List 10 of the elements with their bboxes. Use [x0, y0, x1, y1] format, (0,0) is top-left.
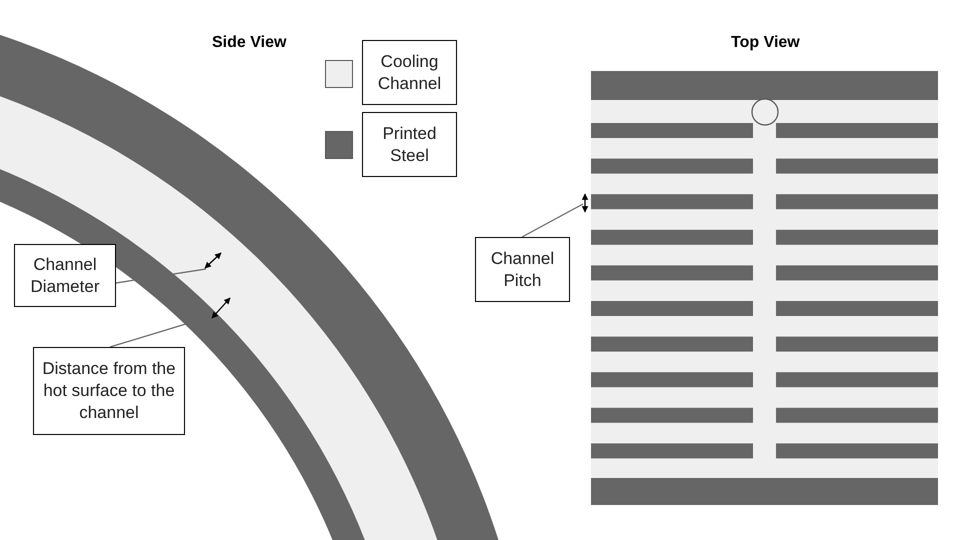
leader-line — [522, 203, 584, 238]
callout-box: Channel Pitch — [475, 237, 570, 302]
callout-box: Channel Diameter — [14, 244, 116, 307]
view-title: Side View — [212, 34, 286, 52]
leader-line — [110, 315, 212, 348]
leader-line — [116, 268, 206, 284]
view-title: Top View — [731, 34, 800, 52]
legend-label: Printed Steel — [362, 112, 457, 177]
callout-box: Distance from the hot surface to the channel — [33, 347, 185, 435]
legend-label: Cooling Channel — [362, 40, 457, 105]
